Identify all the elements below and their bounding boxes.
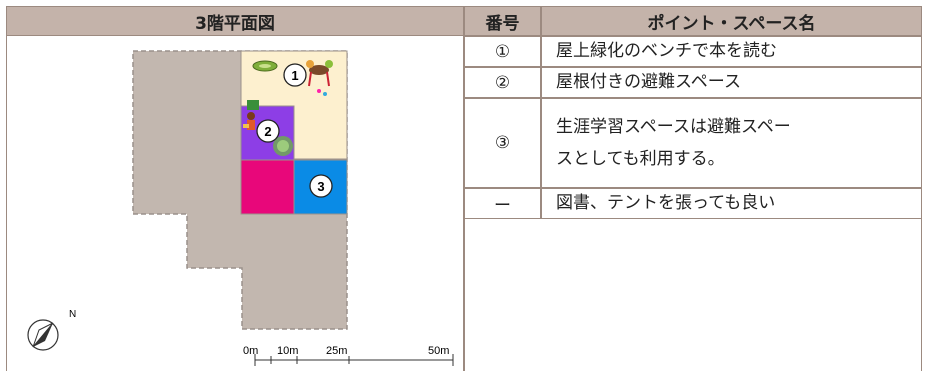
table-chairs-icon <box>306 60 333 96</box>
north-arrow-icon <box>27 319 59 351</box>
table-empty-area <box>464 219 922 371</box>
row-4-name: 図書、テントを張っても良い <box>541 188 922 219</box>
row-3-name-line-2: スとしても利用する。 <box>556 149 725 169</box>
zone-marker-3: 3 <box>309 174 333 198</box>
svg-text:1: 1 <box>291 68 298 83</box>
row-1-name: 屋上緑化のベンチで本を読む <box>541 36 922 67</box>
row-1-number: ① <box>464 36 541 67</box>
scale-label-0: 0m <box>243 345 258 357</box>
zone-marker-1: 1 <box>283 63 307 87</box>
scale-label-50: 50m <box>428 345 449 357</box>
row-2-name: 屋根付きの避難スペース <box>541 67 922 98</box>
magenta-area <box>240 159 295 215</box>
tree-icon <box>273 136 293 156</box>
scale-bar <box>254 354 454 366</box>
zone-marker-2: 2 <box>256 119 280 143</box>
reading-person-icon <box>243 100 259 130</box>
bench-icon <box>252 60 278 72</box>
header-number: 番号 <box>464 6 541 36</box>
row-3-number: ③ <box>464 98 541 188</box>
row-4-number: ー <box>464 188 541 219</box>
row-3-name: 生涯学習スペースは避難スペー スとしても利用する。 <box>541 98 922 188</box>
scale-label-25: 25m <box>326 345 347 357</box>
floor-plan-area: 1 2 3 N <box>6 36 464 371</box>
svg-text:3: 3 <box>317 179 324 194</box>
figure-frame: 3階平面図 <box>6 6 922 371</box>
floor-plan-title: 3階平面図 <box>6 6 464 36</box>
points-table: 番号 ポイント・スペース名 ① 屋上緑化のベンチで本を読む ② 屋根付きの避難ス… <box>464 6 922 371</box>
row-2-number: ② <box>464 67 541 98</box>
row-3-name-line-1: 生涯学習スペースは避難スペー <box>556 117 791 137</box>
scale-label-10: 10m <box>277 345 298 357</box>
floor-plan-svg: 1 2 3 N <box>27 50 454 366</box>
svg-text:2: 2 <box>264 124 271 139</box>
header-point-space-name: ポイント・スペース名 <box>541 6 922 36</box>
north-label: N <box>69 309 76 320</box>
